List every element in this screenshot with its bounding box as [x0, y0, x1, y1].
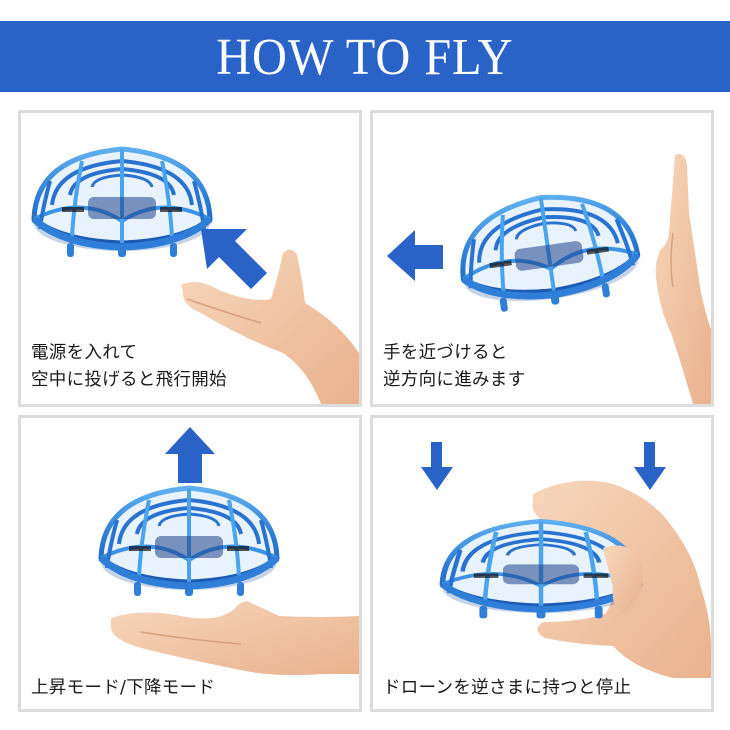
arrow-up-icon [165, 427, 215, 483]
open-palm-hand-icon [181, 249, 359, 404]
illustration-hand-tossing-drone [21, 113, 359, 404]
step-panel-ascend-descend: 上昇モード/下降モード [18, 415, 362, 712]
arrow-down-icon [634, 442, 666, 490]
drone-icon [101, 488, 277, 596]
step-caption: 電源を入れて 空中に投げると飛行開始 [31, 343, 227, 390]
header-banner: HOW TO FLY [0, 21, 730, 92]
step-panel-power-on-toss: 電源を入れて 空中に投げると飛行開始 [18, 110, 362, 407]
illustration-hand-under-drone [21, 427, 359, 676]
arrow-down-icon [421, 442, 453, 490]
illustration-hand-pushing-drone [387, 154, 711, 404]
drone-icon [34, 149, 210, 257]
raised-hand-icon [655, 154, 711, 404]
step-caption: 手を近づけると 逆方向に進みます [383, 343, 526, 390]
step-caption: 上昇モード/下降モード [31, 678, 216, 698]
step-panel-hand-approach: 手を近づけると 逆方向に進みます [370, 110, 714, 407]
step-caption: ドローンを逆さまに持つと停止 [383, 678, 632, 698]
thumb-icon [603, 545, 644, 614]
page-title: HOW TO FLY [216, 29, 514, 86]
open-palm-hand-icon [111, 601, 359, 676]
drone-icon [454, 185, 643, 316]
illustration-hand-holding-drone-upside-down [421, 442, 711, 678]
step-panel-upside-down-stop: ドローンを逆さまに持つと停止 [370, 415, 714, 712]
arrow-up-left-icon [201, 229, 267, 289]
arrow-left-icon [387, 230, 443, 281]
